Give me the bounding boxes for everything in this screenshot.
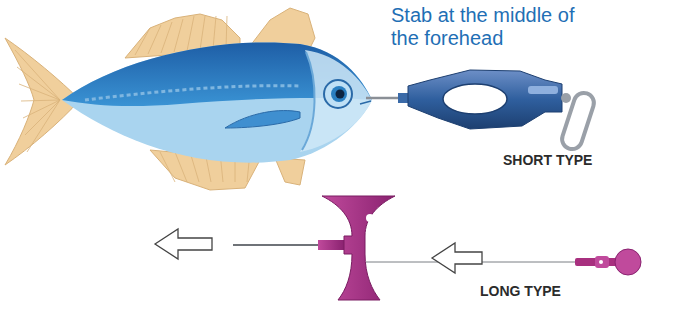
tool-type-label: LONG TYPE xyxy=(480,283,600,300)
short-type-tool xyxy=(366,70,596,152)
long-type-tool xyxy=(155,196,641,300)
tool-type-label: SHORT TYPE xyxy=(503,152,623,169)
instruction-note: Stab at the middle of the forehead xyxy=(391,4,603,50)
